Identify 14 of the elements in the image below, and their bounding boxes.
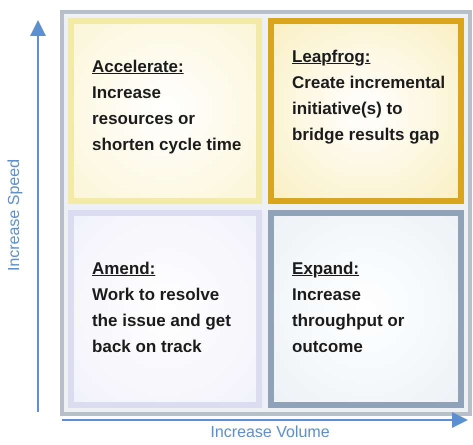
quadrant-box xyxy=(268,210,464,408)
quadrant-description: Create incremental initiative(s) to bridge results gap xyxy=(292,72,446,146)
quadrant-heading: Expand: xyxy=(292,258,360,280)
quadrant-description: Increase resources or shorten cycle time xyxy=(92,82,242,156)
quadrant-heading: Accelerate: xyxy=(92,56,185,78)
quadrant-heading: Amend: xyxy=(92,258,156,280)
axis-label: Increase Speed xyxy=(6,158,24,272)
quadrant-box xyxy=(268,18,464,204)
quadrant-heading: Leapfrog: xyxy=(292,46,372,68)
quadrant-box xyxy=(68,18,262,204)
quadrant-box xyxy=(68,210,262,408)
quadrant-description: Work to resolve the issue and get back on track xyxy=(92,284,232,358)
axis-label: Increase Volume xyxy=(210,424,330,442)
quadrant-description: Increase throughput or outcome xyxy=(292,284,406,358)
